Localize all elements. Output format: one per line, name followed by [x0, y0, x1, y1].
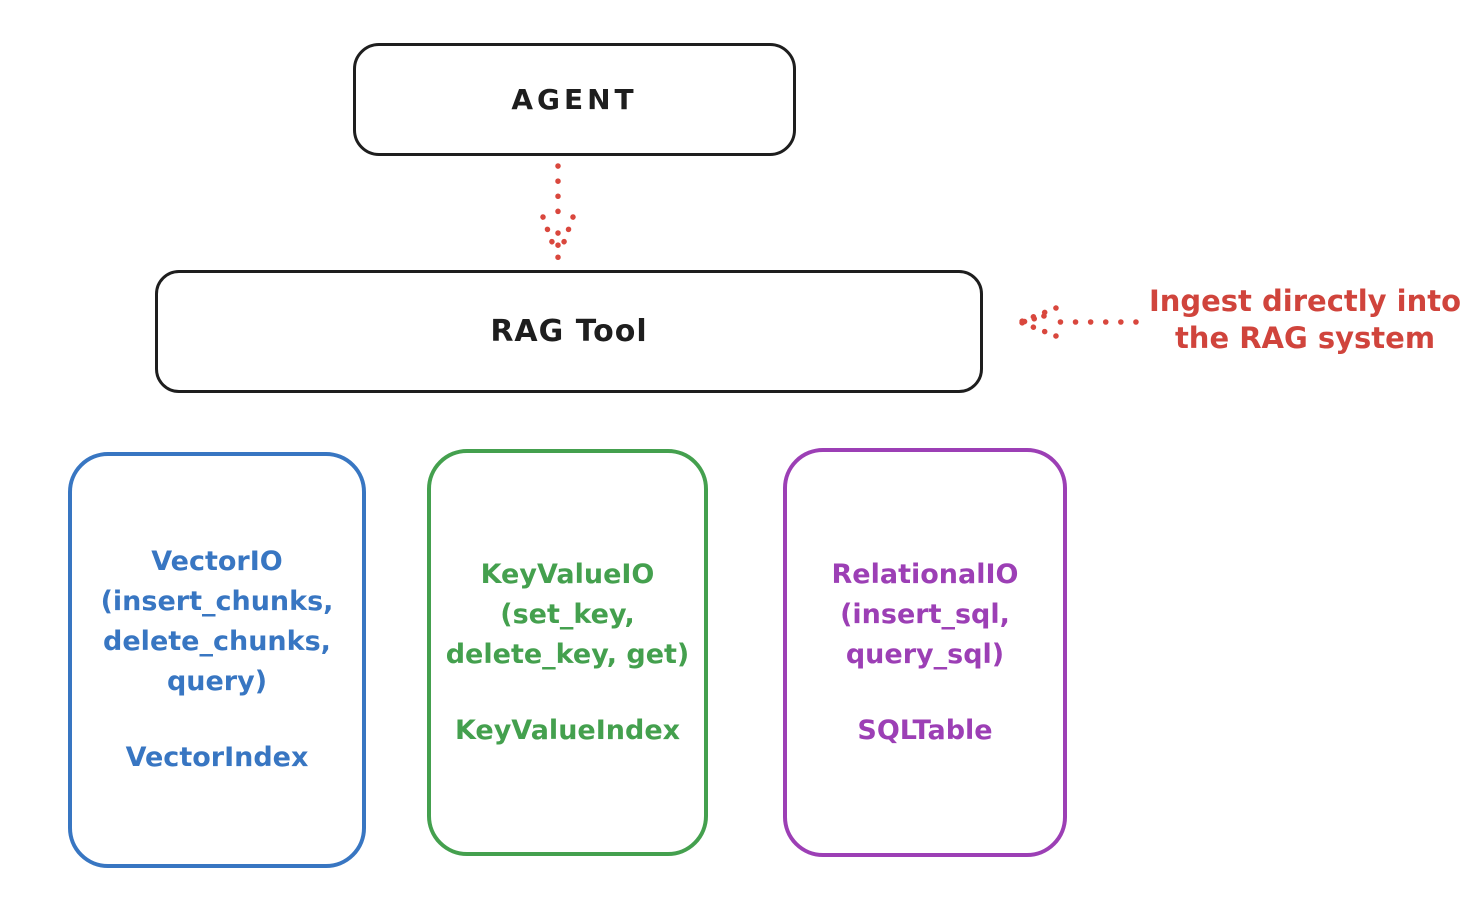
sql-table-label: SQLTable — [857, 714, 993, 746]
rag-tool-box-label: RAG Tool — [490, 314, 648, 349]
down-dotted-arrow-icon — [540, 163, 576, 262]
ingest-annotation: Ingest directly into the RAG system — [1148, 284, 1462, 355]
keyvalue-io-methods: KeyValueIO (set_key, delete_key, get) — [445, 558, 690, 670]
rag-tool-box: RAG Tool — [155, 270, 983, 393]
keyvalue-io-box: KeyValueIO (set_key, delete_key, get) Ke… — [427, 449, 708, 856]
relational-io-methods: RelationalIO (insert_sql, query_sql) — [831, 558, 1019, 670]
vector-index-label: VectorIndex — [125, 742, 309, 773]
agent-box: AGENT — [353, 43, 796, 156]
keyvalue-index-label: KeyValueIndex — [454, 714, 681, 746]
vector-io-box: VectorIO (insert_chunks, delete_chunks, … — [68, 452, 366, 868]
relational-io-box: RelationalIO (insert_sql, query_sql) SQL… — [783, 448, 1067, 857]
left-dotted-arrow-icon — [1017, 305, 1139, 339]
agent-box-label: AGENT — [511, 83, 638, 116]
vector-io-methods: VectorIO (insert_chunks, delete_chunks, … — [100, 546, 334, 697]
